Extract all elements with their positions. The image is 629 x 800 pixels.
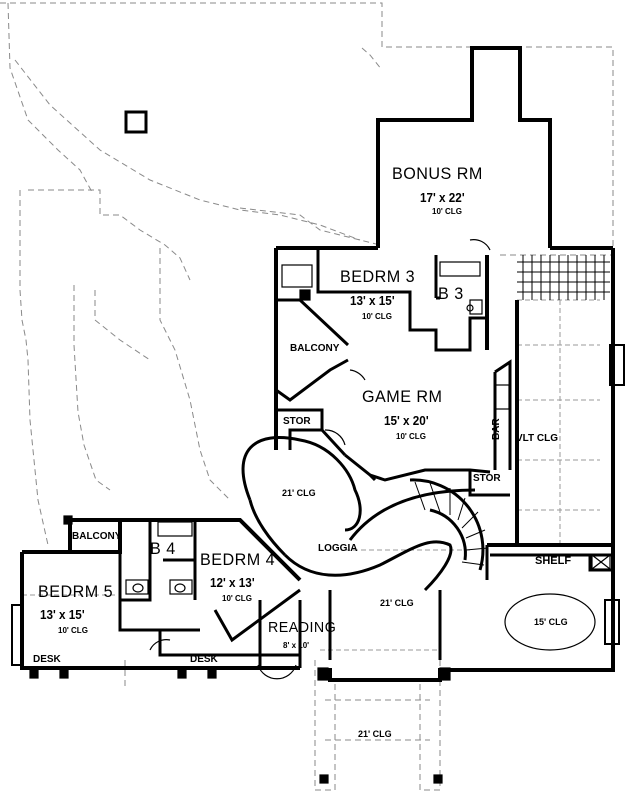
bedrm5-size: 13' x 15' — [40, 607, 85, 622]
stor-left-label: STOR — [283, 416, 311, 427]
bedrm3-size: 13' x 15' — [350, 293, 395, 308]
curved-hall-ceiling: 21' CLG — [282, 488, 316, 498]
interior-walls — [118, 248, 613, 668]
game-room-name: GAME RM — [362, 387, 443, 406]
bedrm5-ceiling: 10' CLG — [58, 626, 88, 635]
game-room-size: 15' x 20' — [384, 413, 429, 428]
bonus-room-name: BONUS RM — [392, 164, 483, 183]
bedrm4-name: BEDRM 4 — [200, 550, 276, 569]
bedrm3-name: BEDRM 3 — [340, 267, 416, 286]
bedrm5-name: BEDRM 5 — [38, 582, 114, 601]
upper-balcony-label: BALCONY — [290, 343, 340, 354]
desk-left-label: DESK — [33, 654, 61, 665]
exterior-walls — [20, 46, 615, 682]
vault-ceiling-label: VLT CLG — [516, 433, 559, 444]
stor-right-label: STOR — [473, 473, 501, 484]
roof-lines — [0, 2, 614, 791]
bonus-room-ceiling: 10' CLG — [432, 207, 462, 216]
bedrm4-ceiling: 10' CLG — [222, 594, 252, 603]
bedrm3-ceiling: 10' CLG — [362, 312, 392, 321]
foyer-ceiling: 21' CLG — [380, 598, 414, 608]
loggia-label: LOGGIA — [318, 543, 358, 554]
shelf-label: SHELF — [535, 555, 572, 567]
desk-mid-label: DESK — [190, 654, 218, 665]
bath3-name: B 3 — [438, 284, 464, 303]
fixtures — [11, 110, 625, 784]
bar-label: BAR — [491, 418, 502, 440]
stairs — [414, 255, 610, 566]
reading-size: 8' x 10' — [283, 641, 310, 650]
entry-ceiling: 21' CLG — [358, 729, 392, 739]
reading-name: READING — [268, 619, 337, 636]
lower-balcony-label: BALCONY — [72, 531, 122, 542]
bedrm4-size: 12' x 13' — [210, 575, 255, 590]
oval-room-ceiling: 15' CLG — [534, 617, 568, 627]
bonus-room-size: 17' x 22' — [420, 190, 465, 205]
bath4-name: B 4 — [150, 539, 176, 558]
game-room-ceiling: 10' CLG — [396, 432, 426, 441]
